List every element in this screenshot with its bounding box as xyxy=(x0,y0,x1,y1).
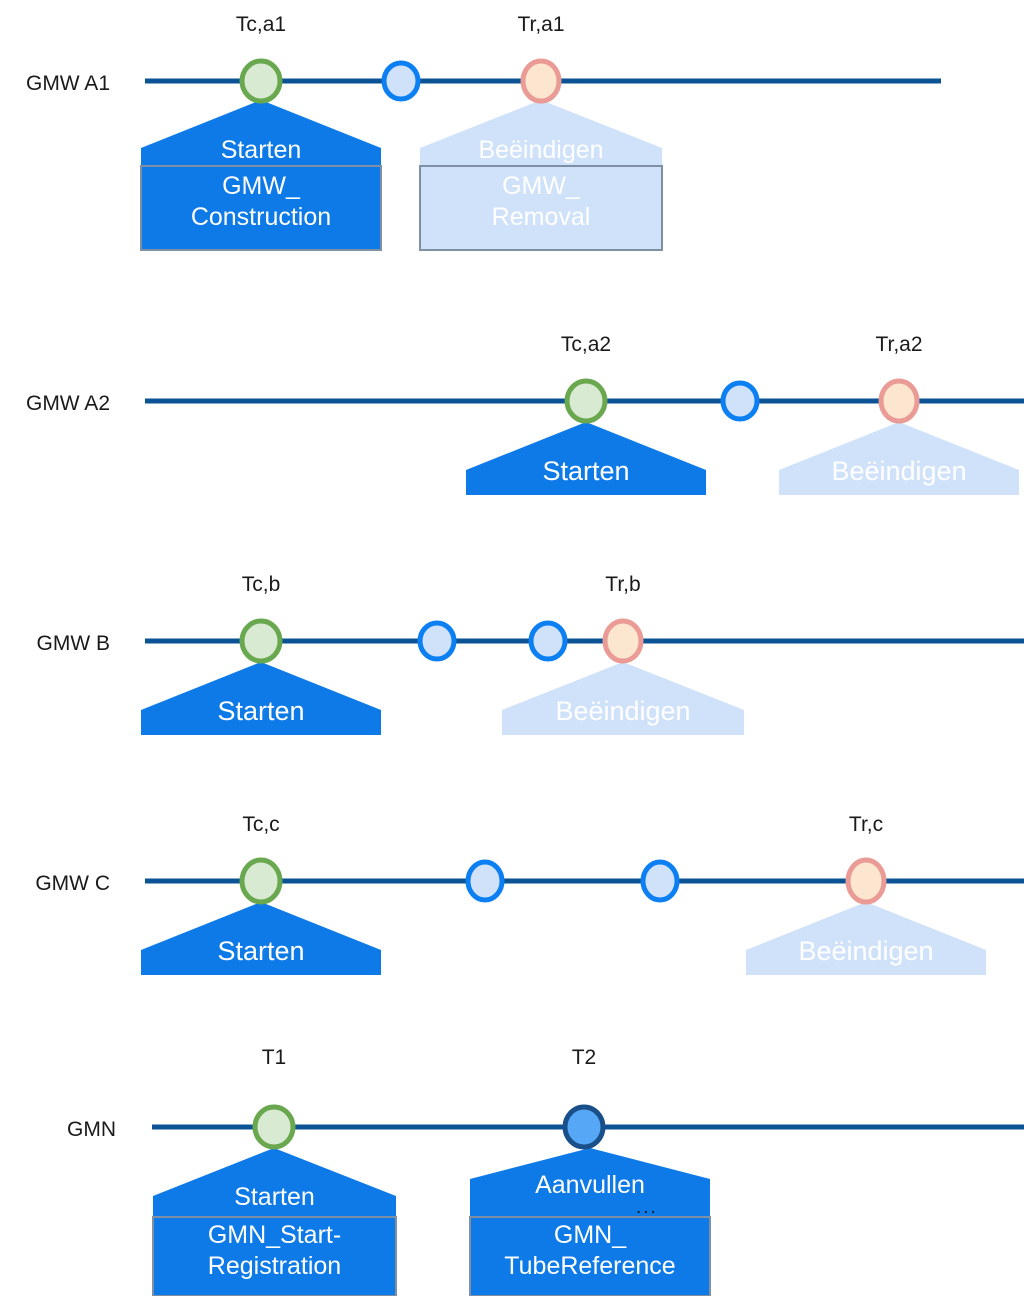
gmw-c-tick-end-label: Tr,c xyxy=(848,813,884,836)
gmn-aanvullen-ellipsis: ... xyxy=(636,1197,658,1218)
gmw-a2-starten-caption: Starten xyxy=(542,456,630,486)
gmw-b-marker-start xyxy=(239,618,283,664)
gmw-c-tick-start-label: Tc,c xyxy=(242,813,280,836)
gmw-a2-beeindigen-caption: Beëindigen xyxy=(831,456,967,486)
row-label-gmw-b: GMW B xyxy=(36,632,111,655)
gmw-c-starten-caption: Starten xyxy=(217,936,305,966)
gmw-a1-beeindigen-box-line2: Removal xyxy=(491,203,591,231)
gmw-a1-marker-mid xyxy=(381,60,421,102)
gmw-a2-marker-start xyxy=(564,378,608,424)
gmw-a1-beeindigen-box-line1: GMW_ xyxy=(502,172,580,200)
gmw-c-beeindigen-caption: Beëindigen xyxy=(798,936,934,966)
gmw-b-starten-caption: Starten xyxy=(217,696,305,726)
gmn-marker-t1 xyxy=(252,1104,296,1150)
gmw-a2-marker-mid xyxy=(720,380,760,422)
gmw-b-marker-mid-1 xyxy=(417,620,457,662)
gmw-b-marker-end xyxy=(602,618,644,664)
gmw-a1-starten-caption: Starten xyxy=(220,136,302,164)
row-label-gmw-a1: GMW A1 xyxy=(25,72,110,95)
gmn-tick-t1-label: T1 xyxy=(261,1046,287,1069)
row-label-gmn: GMN xyxy=(67,1118,116,1141)
gmw-a1-marker-start xyxy=(239,58,283,104)
gmn-starten-box-line1: GMN_Start- xyxy=(207,1221,342,1249)
gmw-c-marker-mid-2 xyxy=(640,859,680,903)
gmn-aanvullen-box-line1: GMN_ xyxy=(553,1221,627,1249)
gmw-a1-starten-box-line2: Construction xyxy=(190,203,332,231)
gmw-a2-marker-end xyxy=(878,378,920,424)
row-label-gmw-a2: GMW A2 xyxy=(25,392,110,415)
gmw-c-marker-end xyxy=(845,857,887,905)
gmw-a2-tick-end-label: Tr,a2 xyxy=(875,333,923,356)
gmw-a1-marker-end xyxy=(520,58,562,104)
row-label-gmw-c: GMW C xyxy=(35,872,110,895)
gmw-b-tick-end-label: Tr,b xyxy=(605,573,641,596)
gmw-a1-tick-start-label: Tc,a1 xyxy=(235,13,287,36)
gmw-b-marker-mid-2 xyxy=(528,620,568,662)
gmn-aanvullen-caption: Aanvullen xyxy=(535,1171,645,1199)
gmw-a1-starten-box-line1: GMW_ xyxy=(222,172,300,200)
gmw-c-marker-start xyxy=(239,857,283,905)
gmw-b-tick-start-label: Tc,b xyxy=(241,573,281,596)
gmn-starten-box-line2: Registration xyxy=(207,1252,342,1280)
gmw-c-marker-mid-1 xyxy=(465,859,505,903)
gmw-a2-tick-start-label: Tc,a2 xyxy=(560,333,612,356)
gmw-a1-tick-end-label: Tr,a1 xyxy=(517,13,565,36)
gmn-marker-t2 xyxy=(562,1104,606,1150)
gmw-a1-beeindigen-caption: Beëindigen xyxy=(478,136,604,164)
gmn-starten-caption: Starten xyxy=(234,1183,315,1211)
gmn-aanvullen-box-line2: TubeReference xyxy=(504,1252,676,1280)
gmw-b-beeindigen-caption: Beëindigen xyxy=(555,696,691,726)
gmn-tick-t2-label: T2 xyxy=(571,1046,597,1069)
